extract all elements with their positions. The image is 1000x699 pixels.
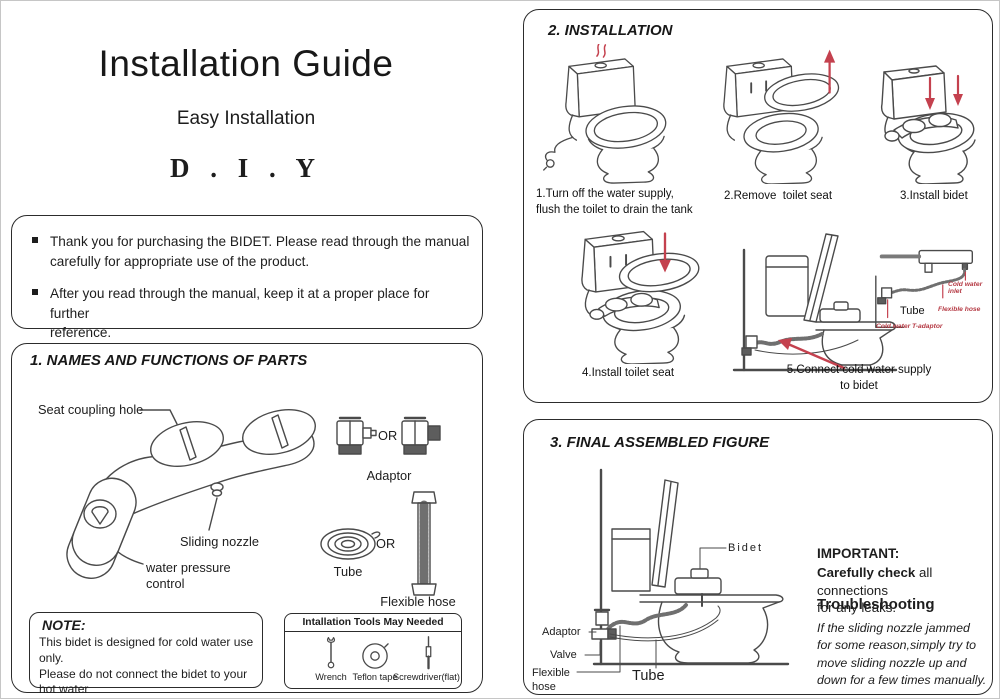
screwdriver-icon <box>425 636 432 670</box>
label-assembly-bidet: Bidet <box>728 542 764 554</box>
bullet-square-icon <box>32 237 38 243</box>
label-assembly-valve: Valve <box>550 649 577 661</box>
tube-figure <box>320 528 381 560</box>
label-assembly-flexible-hose: Flexible hose <box>532 667 570 694</box>
intro-bullet-2-text: After you read through the manual, keep … <box>50 286 430 341</box>
section3-title: 3. FINAL ASSEMBLED FIGURE <box>550 434 770 451</box>
page-title: Installation Guide <box>98 43 394 84</box>
label-or-1: OR <box>378 428 398 443</box>
teflon-tape-icon <box>362 643 389 669</box>
note-box: NOTE: This bidet is designed for cold wa… <box>29 612 263 696</box>
important-bold-text: Carefully check <box>817 565 916 580</box>
label-cold-water-inlet: Cold water inlet <box>948 281 983 295</box>
connection-detail-figure <box>875 249 973 329</box>
toilet-step-1-figure <box>543 44 667 184</box>
toilet-step-2-figure <box>723 49 840 184</box>
step-1-caption: 1.Turn off the water supply, flush the t… <box>536 188 693 217</box>
label-detail-tube: Tube <box>900 305 925 317</box>
intro-notice-box: Thank you for purchasing the BIDET. Plea… <box>11 215 483 340</box>
troubleshooting-title: Troubleshooting <box>817 596 935 613</box>
note-title: NOTE: <box>42 617 86 633</box>
label-cold-water-t-adaptor: Cold water T-adaptor <box>876 323 943 330</box>
label-flexible-hose: Flexible hose <box>380 594 456 609</box>
diy-heading: D . I . Y <box>169 153 322 183</box>
intro-bullet-2: After you read through the manual, keep … <box>32 284 472 343</box>
label-assembly-tube: Tube <box>632 668 665 684</box>
step-5-caption: 5.Connect cold water supply to bidet <box>786 364 932 393</box>
section-installation: 2. INSTALLATION <box>523 9 993 403</box>
tools-box-title: Intallation Tools May Needed <box>285 614 461 632</box>
important-body: Carefully check all connections for any … <box>817 564 987 617</box>
tools-box: Intallation Tools May Needed Wrench Tefl… <box>284 613 462 689</box>
section-names-and-functions: 1. NAMES AND FUNCTIONS OF PARTS <box>11 343 483 696</box>
label-or-2: OR <box>376 536 396 551</box>
step-2-caption: 2.Remove toilet seat <box>724 190 833 202</box>
label-teflon-tape: Teflon tape <box>352 672 398 682</box>
wrench-icon <box>326 636 336 669</box>
important-title: IMPORTANT: <box>817 546 900 561</box>
bidet-unit-figure <box>66 409 441 596</box>
label-wrench: Wrench <box>315 672 347 682</box>
toilet-step-5-figure <box>732 233 898 372</box>
toilet-step-3-figure <box>880 65 976 184</box>
intro-bullet-1: Thank you for purchasing the BIDET. Plea… <box>32 232 472 271</box>
label-tube: Tube <box>333 564 363 579</box>
step-4-caption: 4.Install toilet seat <box>582 367 675 379</box>
final-assembly-figure <box>576 468 790 673</box>
step-3-caption: 3.Install bidet <box>900 190 968 202</box>
label-assembly-adaptor: Adaptor <box>542 626 581 638</box>
label-sliding-nozzle: Sliding nozzle <box>180 534 259 549</box>
bullet-square-icon <box>32 289 38 295</box>
toilet-step-4-figure <box>581 230 700 364</box>
troubleshooting-body: If the sliding nozzle jammed for some re… <box>817 621 987 688</box>
note-body: This bidet is designed for cold water us… <box>39 635 254 697</box>
important-rest-text: all connections for any leaks. <box>817 565 933 616</box>
label-screwdriver: Screwdriver(flat) <box>393 672 460 682</box>
label-detail-flexible-hose: Flexible hose <box>938 306 981 313</box>
intro-bullet-1-text: Thank you for purchasing the BIDET. Plea… <box>50 234 470 269</box>
page-subtitle: Easy Installation <box>176 108 316 129</box>
label-adaptor: Adaptor <box>366 468 412 483</box>
section-final-assembled: 3. FINAL ASSEMBLED FIGURE <box>523 419 993 695</box>
adaptor-figure <box>336 416 377 455</box>
section1-title: 1. NAMES AND FUNCTIONS OF PARTS <box>30 352 308 369</box>
section2-title: 2. INSTALLATION <box>548 22 673 39</box>
flexible-hose-figure <box>411 491 437 596</box>
label-seat-coupling-hole: Seat coupling hole <box>38 402 144 417</box>
label-water-pressure-control: water pressure control <box>146 560 231 591</box>
